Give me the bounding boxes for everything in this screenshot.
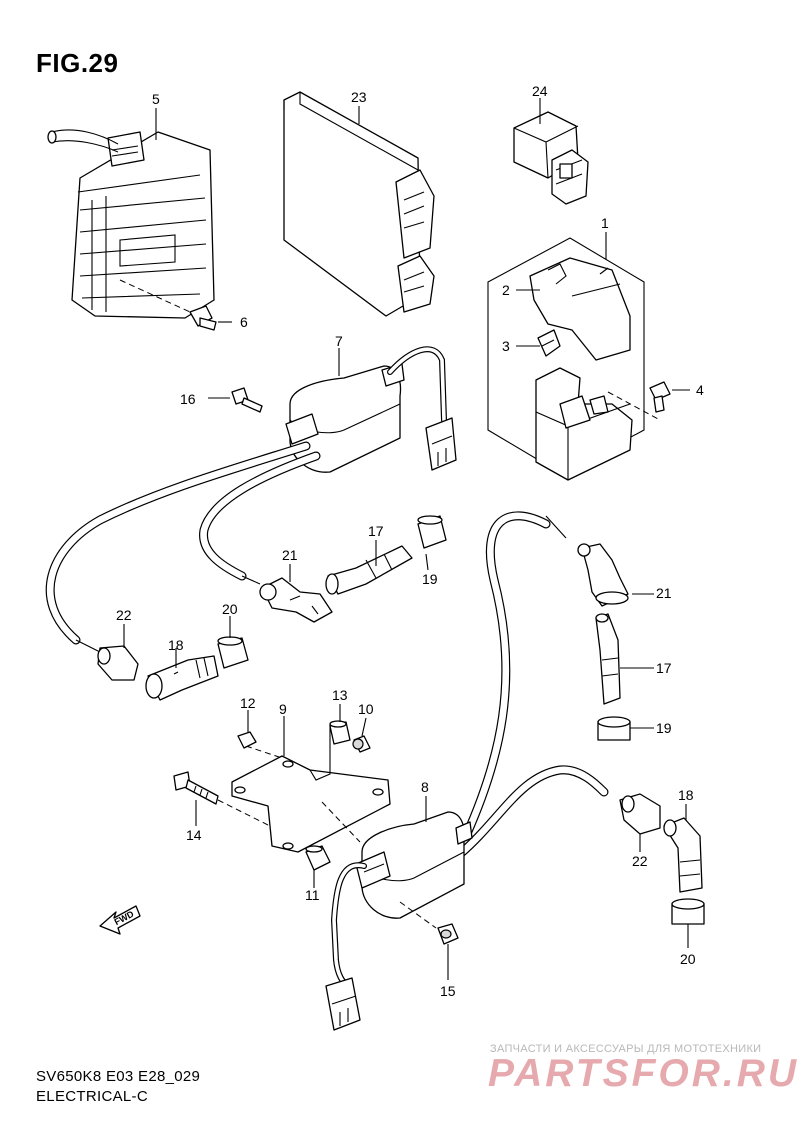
section-name: ELECTRICAL-C (36, 1088, 148, 1105)
nut-15[interactable] (399, 901, 459, 945)
hv-cable-front[interactable] (45, 441, 321, 653)
grommet-13[interactable] (329, 720, 351, 745)
watermark-tagline: ЗАПЧАСТИ И АКСЕССУАРЫ ДЛЯ МОТОТЕХНИКИ (490, 1043, 762, 1055)
callout-12: 12 (240, 695, 256, 711)
callout-11: 11 (305, 887, 320, 903)
callout-20b: 20 (680, 951, 696, 967)
plug-cap-17-right[interactable] (595, 613, 621, 705)
callout-3: 3 (502, 338, 510, 354)
callout-10: 10 (358, 701, 374, 717)
nut-12[interactable] (237, 731, 257, 749)
model-code: SV650K8 E03 E28_029 (36, 1068, 201, 1085)
callout-16: 16 (180, 391, 196, 407)
plug-cap-18-left[interactable] (145, 655, 219, 701)
regulator-rectifier[interactable] (47, 129, 215, 319)
callout-17b: 17 (656, 660, 672, 676)
callout-1: 1 (601, 215, 609, 231)
ecm-unit[interactable] (283, 91, 435, 317)
callout-5: 5 (152, 91, 160, 107)
hv-cable-rear[interactable] (455, 511, 609, 859)
callout-13: 13 (332, 687, 348, 703)
callout-22a: 22 (116, 607, 132, 623)
callout-9: 9 (279, 701, 287, 717)
seal-20-right[interactable] (671, 898, 705, 925)
plug-cap-18-right[interactable] (663, 817, 703, 893)
callout-labels: 1 2 3 4 5 6 7 8 9 10 11 12 13 14 15 16 1… (116, 83, 704, 999)
callout-17a: 17 (368, 523, 384, 539)
callout-6: 6 (240, 314, 248, 330)
plug-boot-21-right[interactable] (577, 543, 629, 607)
starter-relay-assembly[interactable] (487, 237, 661, 481)
callout-15: 15 (440, 983, 456, 999)
coil-bracket-9[interactable] (231, 724, 391, 853)
bolt-14[interactable] (173, 771, 271, 827)
figure-title: FIG.29 (36, 48, 119, 78)
bolt-10[interactable] (352, 735, 371, 753)
callout-23: 23 (351, 89, 367, 105)
seal-19-right[interactable] (597, 716, 631, 741)
callout-20a: 20 (222, 601, 238, 617)
callout-4: 4 (696, 382, 704, 398)
seal-20-left[interactable] (217, 636, 249, 669)
callout-21b: 21 (656, 585, 672, 601)
relay-24[interactable] (513, 111, 589, 205)
fwd-arrow-icon: FWD (99, 905, 141, 935)
ignition-coil-8[interactable] (325, 811, 473, 1031)
callout-14: 14 (186, 827, 202, 843)
callout-19b: 19 (656, 720, 672, 736)
callout-24: 24 (532, 83, 548, 99)
callout-7: 7 (335, 333, 343, 349)
plug-cap-22-right[interactable] (619, 793, 661, 835)
callout-8: 8 (421, 779, 429, 795)
bolt-6[interactable] (189, 305, 232, 331)
callout-21a: 21 (282, 547, 298, 563)
ignition-coil-7[interactable] (285, 346, 457, 473)
callout-18a: 18 (168, 637, 184, 653)
callout-2: 2 (502, 282, 510, 298)
plug-cap-22-left[interactable] (97, 645, 139, 681)
callout-22b: 22 (632, 853, 648, 869)
plug-cap-17-left[interactable] (325, 545, 413, 595)
leader-lines (123, 98, 689, 980)
screw-4[interactable] (649, 381, 690, 413)
callout-18b: 18 (678, 787, 694, 803)
callout-19a: 19 (422, 571, 438, 587)
watermark-brand-logo: PARTSFOR.RU (488, 1052, 800, 1095)
bolt-16[interactable] (208, 387, 263, 413)
collar-11[interactable] (305, 845, 331, 871)
plug-boot-21-left[interactable] (259, 577, 333, 623)
seal-19-left[interactable] (417, 515, 447, 549)
